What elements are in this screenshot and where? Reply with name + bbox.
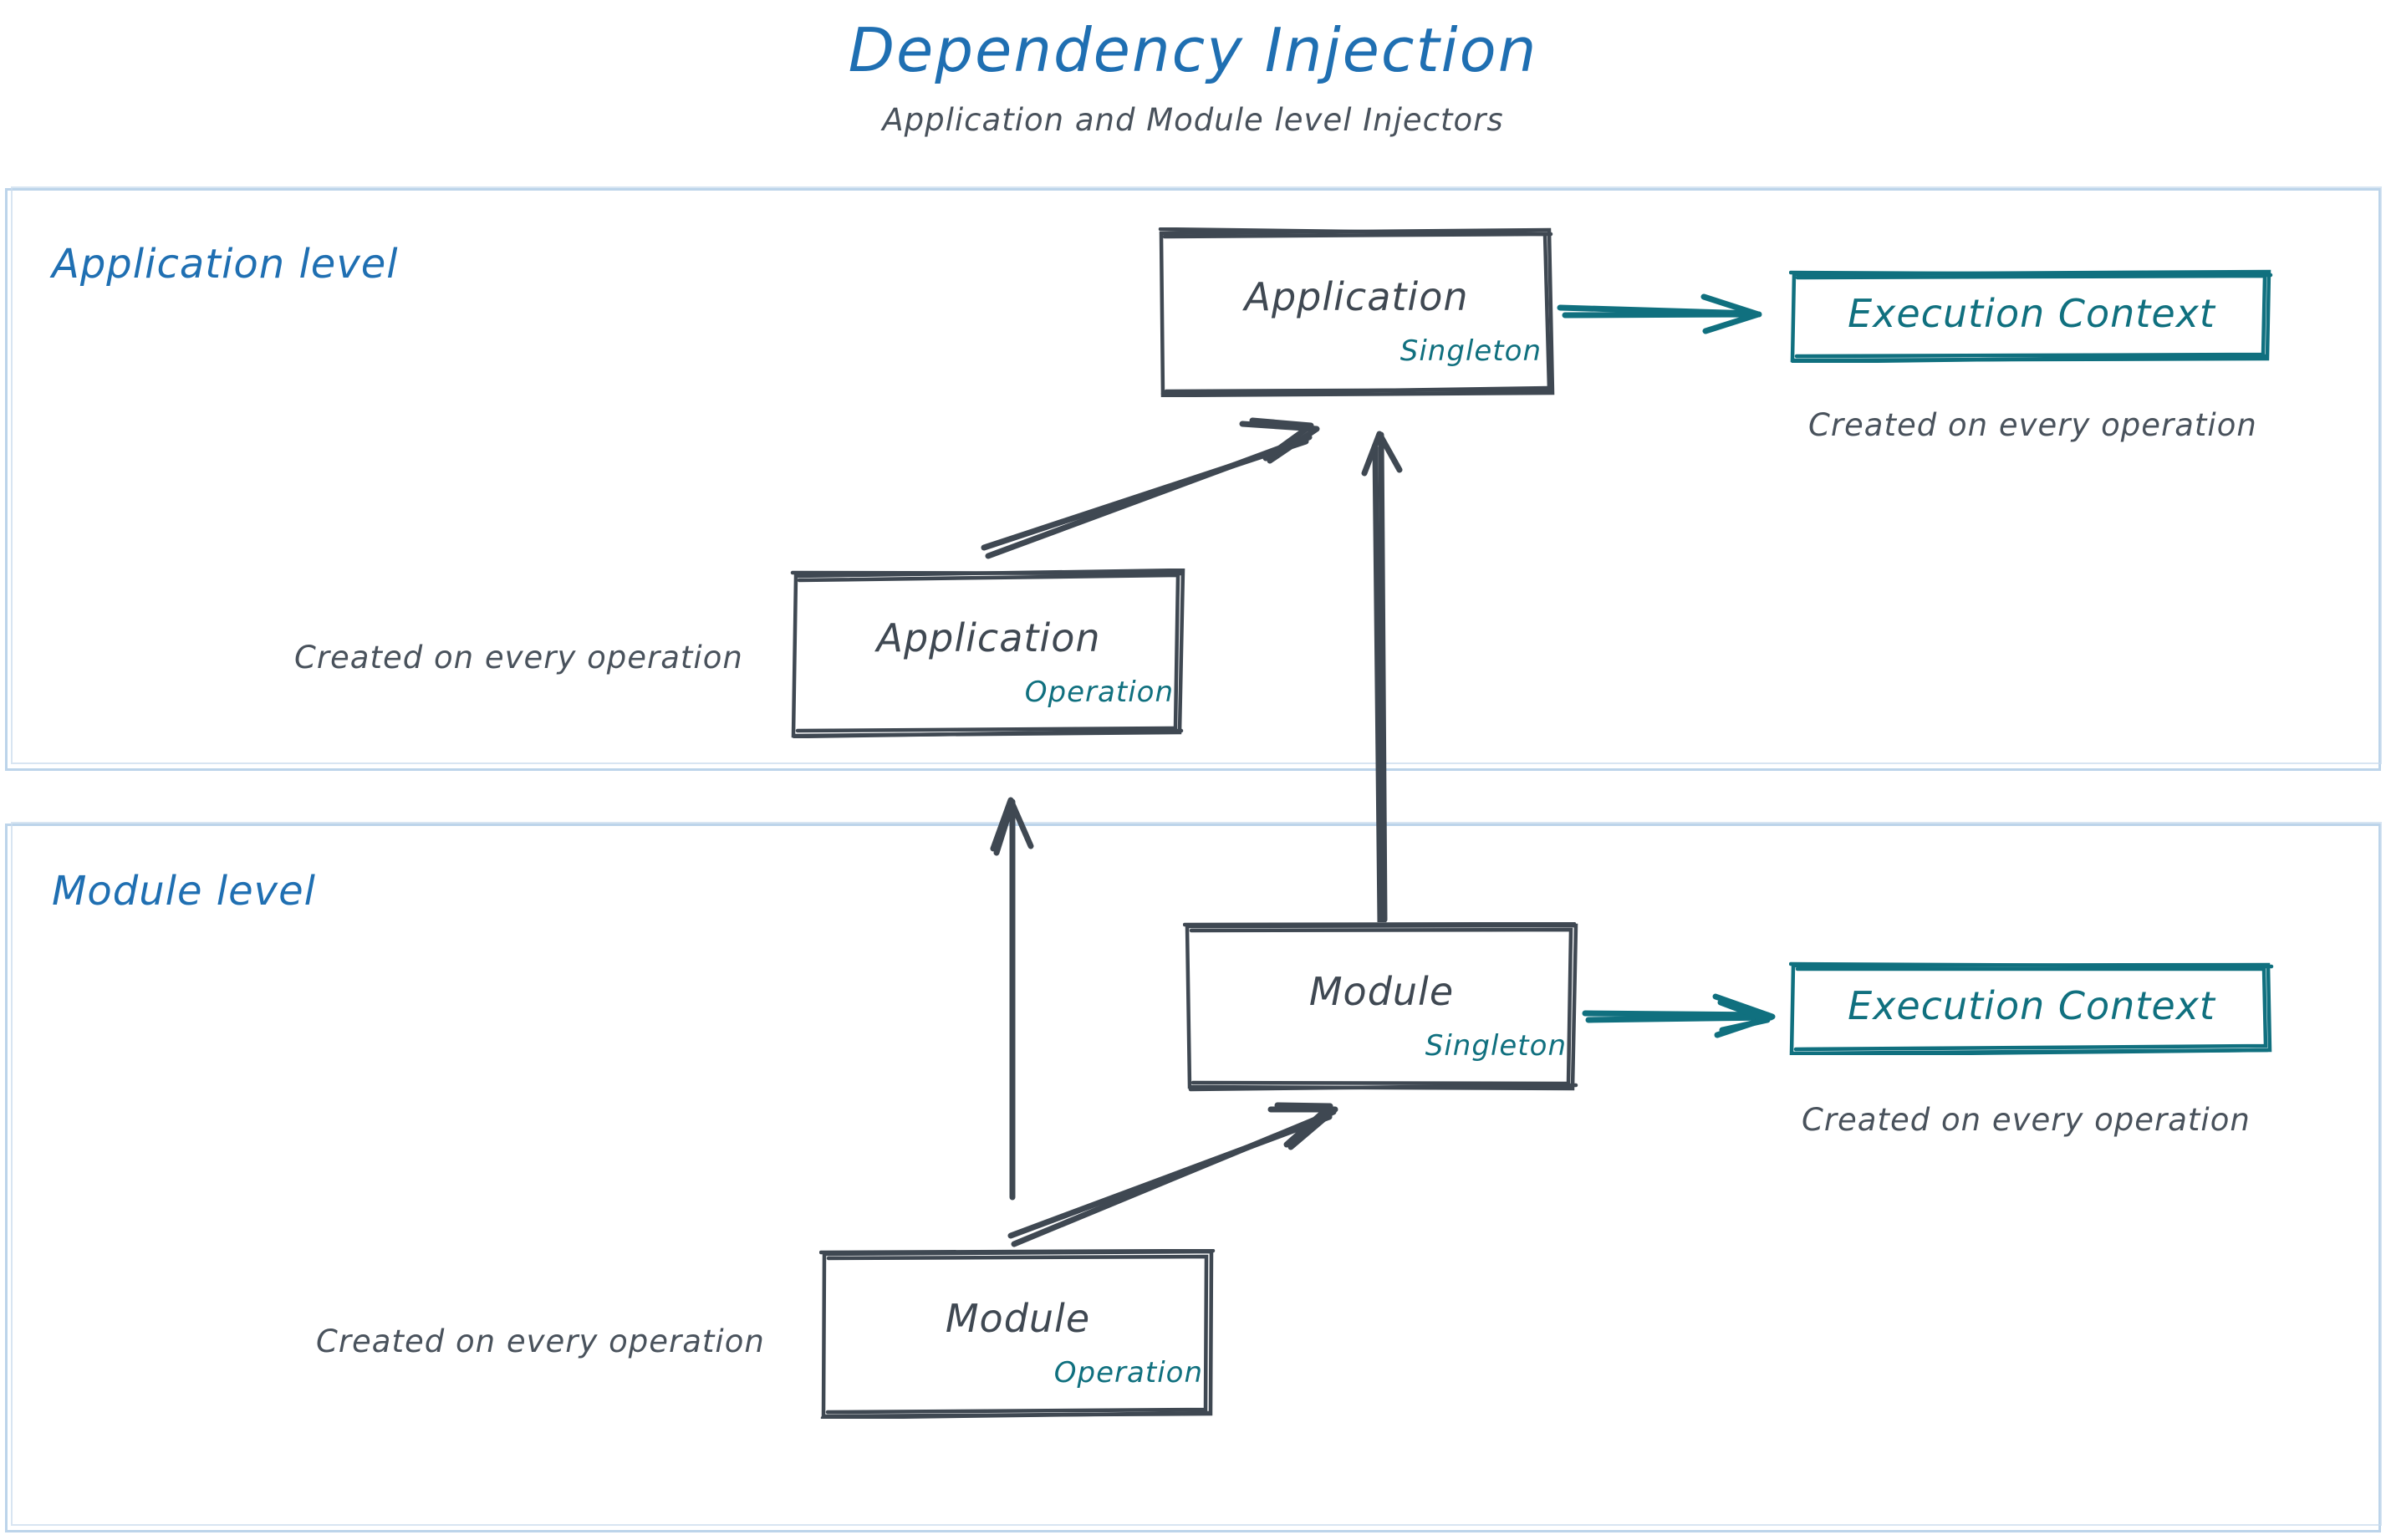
node-execution-context-application[interactable]: Execution Context bbox=[1789, 269, 2274, 363]
section-label-application-level: Application level bbox=[52, 241, 399, 288]
node-scope-badge: Operation bbox=[1053, 1356, 1203, 1390]
node-title: Application bbox=[1244, 274, 1469, 319]
page-title: Dependency Injection bbox=[848, 15, 1538, 85]
execution-context-title: Execution Context bbox=[1848, 983, 2215, 1028]
node-module-operation[interactable]: Module Operation bbox=[819, 1249, 1216, 1419]
node-execution-context-module[interactable]: Execution Context bbox=[1789, 961, 2274, 1055]
page-subtitle: Application and Module level Injectors bbox=[882, 102, 1504, 138]
node-application-operation[interactable]: Application Operation bbox=[790, 569, 1187, 738]
sketch-border bbox=[1789, 961, 2274, 1055]
node-title: Application bbox=[876, 615, 1101, 660]
caption-module-operation: Created on every operation bbox=[316, 1323, 765, 1359]
node-module-singleton[interactable]: Module Singleton bbox=[1183, 922, 1580, 1092]
execution-context-title: Execution Context bbox=[1848, 291, 2215, 336]
sketch-border bbox=[1789, 269, 2273, 363]
node-title: Module bbox=[945, 1296, 1091, 1341]
node-application-singleton[interactable]: Application Singleton bbox=[1158, 227, 1555, 397]
node-title: Module bbox=[1308, 969, 1455, 1014]
section-label-module-level: Module level bbox=[52, 868, 316, 915]
caption-application-operation: Created on every operation bbox=[294, 640, 743, 676]
node-scope-badge: Singleton bbox=[1425, 1029, 1567, 1063]
caption-execution-context-application: Created on every operation bbox=[1808, 407, 2257, 443]
caption-execution-context-module: Created on every operation bbox=[1802, 1102, 2251, 1138]
node-scope-badge: Operation bbox=[1024, 676, 1174, 709]
node-scope-badge: Singleton bbox=[1399, 334, 1542, 368]
